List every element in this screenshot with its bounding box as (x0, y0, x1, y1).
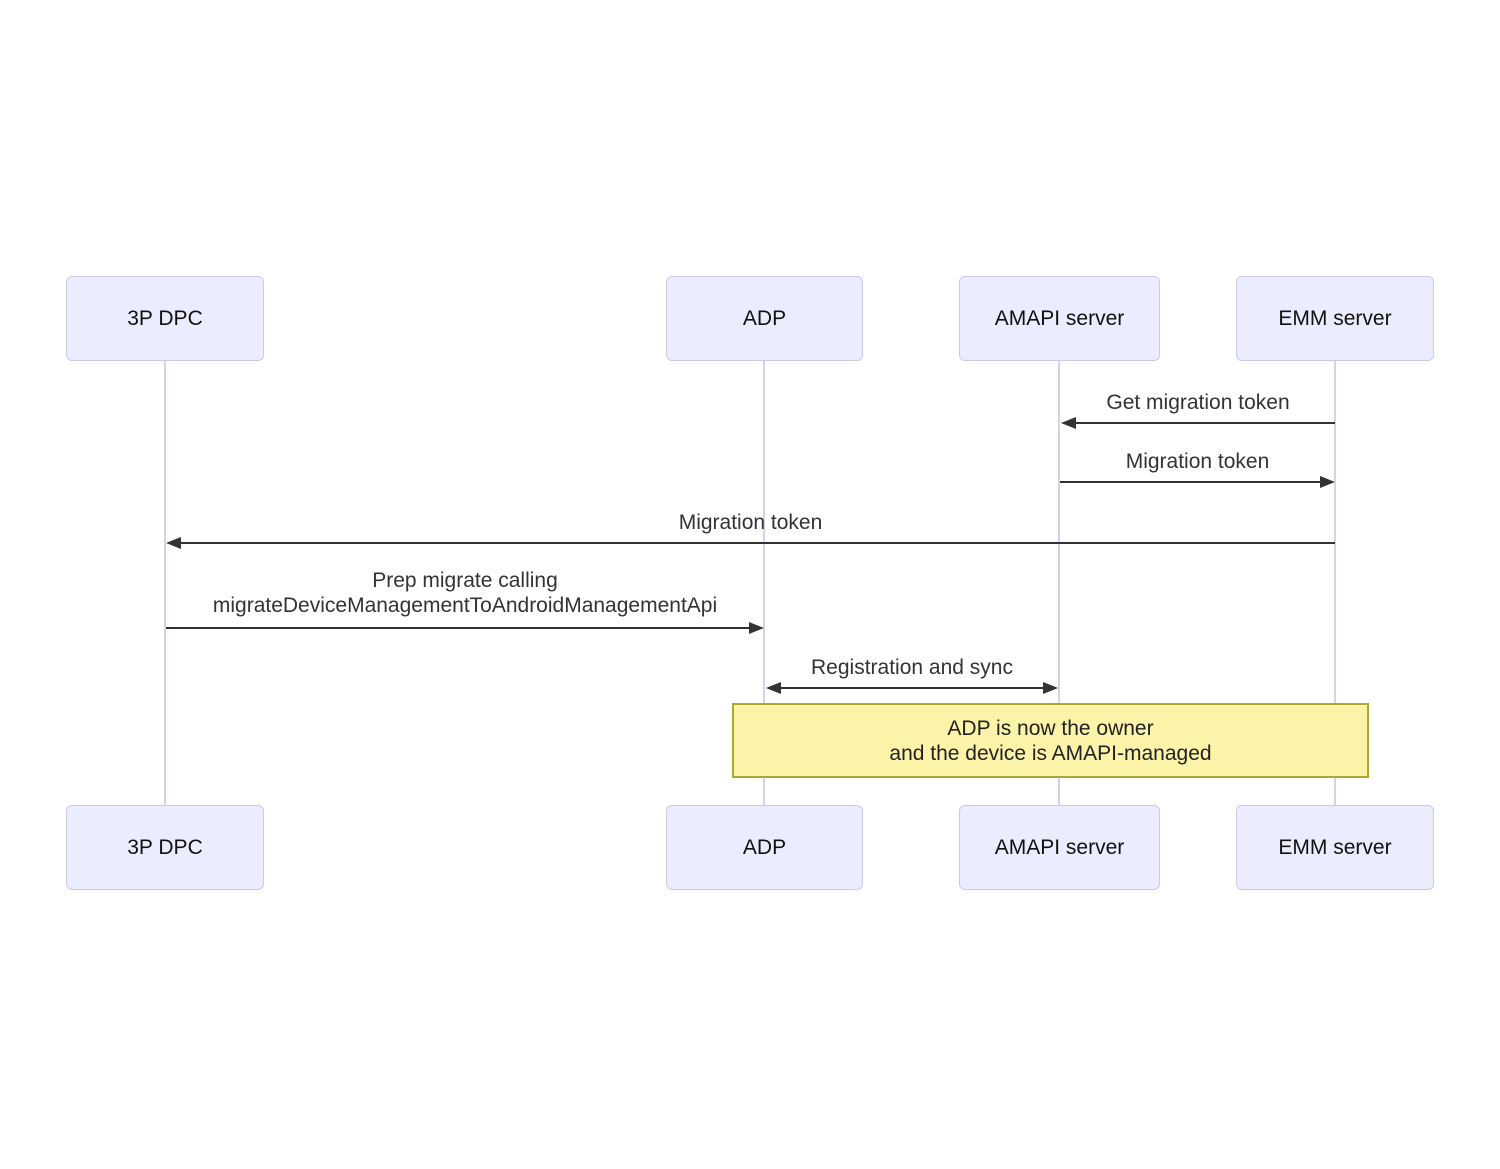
message-line (1063, 422, 1335, 424)
arrowhead-left-icon (1061, 417, 1076, 429)
actor-top-3p-dpc: 3P DPC (66, 276, 264, 361)
message-label: Migration token (1125, 450, 1270, 473)
lifeline-amapi-server (1058, 361, 1060, 805)
message-label: Prep migrate calling migrateDeviceManage… (166, 568, 764, 618)
lifeline-emm-server (1334, 361, 1336, 805)
arrowhead-left-icon (166, 537, 181, 549)
message-line (166, 627, 750, 629)
actor-bottom-adp: ADP (666, 805, 863, 890)
lifeline-adp (763, 361, 765, 805)
message-label: Get migration token (1106, 391, 1290, 414)
actor-top-adp: ADP (666, 276, 863, 361)
message-line (168, 542, 1335, 544)
message-label-line-2: migrateDeviceManagementToAndroidManageme… (212, 594, 718, 617)
note-line-2: and the device is AMAPI-managed (889, 741, 1212, 765)
actor-bottom-3p-dpc: 3P DPC (66, 805, 264, 890)
actor-bottom-emm-server: EMM server (1236, 805, 1434, 890)
actor-top-emm-server: EMM server (1236, 276, 1434, 361)
message-line (770, 687, 1054, 689)
message-label: Migration token (678, 511, 823, 534)
message-label: Registration and sync (811, 656, 1013, 679)
lifeline-3p-dpc (164, 361, 166, 805)
actor-top-amapi-server: AMAPI server (959, 276, 1160, 361)
message-label-line-1: Prep migrate calling (372, 569, 558, 592)
message-line (1060, 481, 1322, 483)
arrowhead-left-icon (766, 682, 781, 694)
arrowhead-right-icon (1043, 682, 1058, 694)
note-line-1: ADP is now the owner (947, 716, 1154, 740)
actor-bottom-amapi-server: AMAPI server (959, 805, 1160, 890)
arrowhead-right-icon (1320, 476, 1335, 488)
note-adp-owner: ADP is now the owner and the device is A… (732, 703, 1369, 778)
arrowhead-right-icon (749, 622, 764, 634)
